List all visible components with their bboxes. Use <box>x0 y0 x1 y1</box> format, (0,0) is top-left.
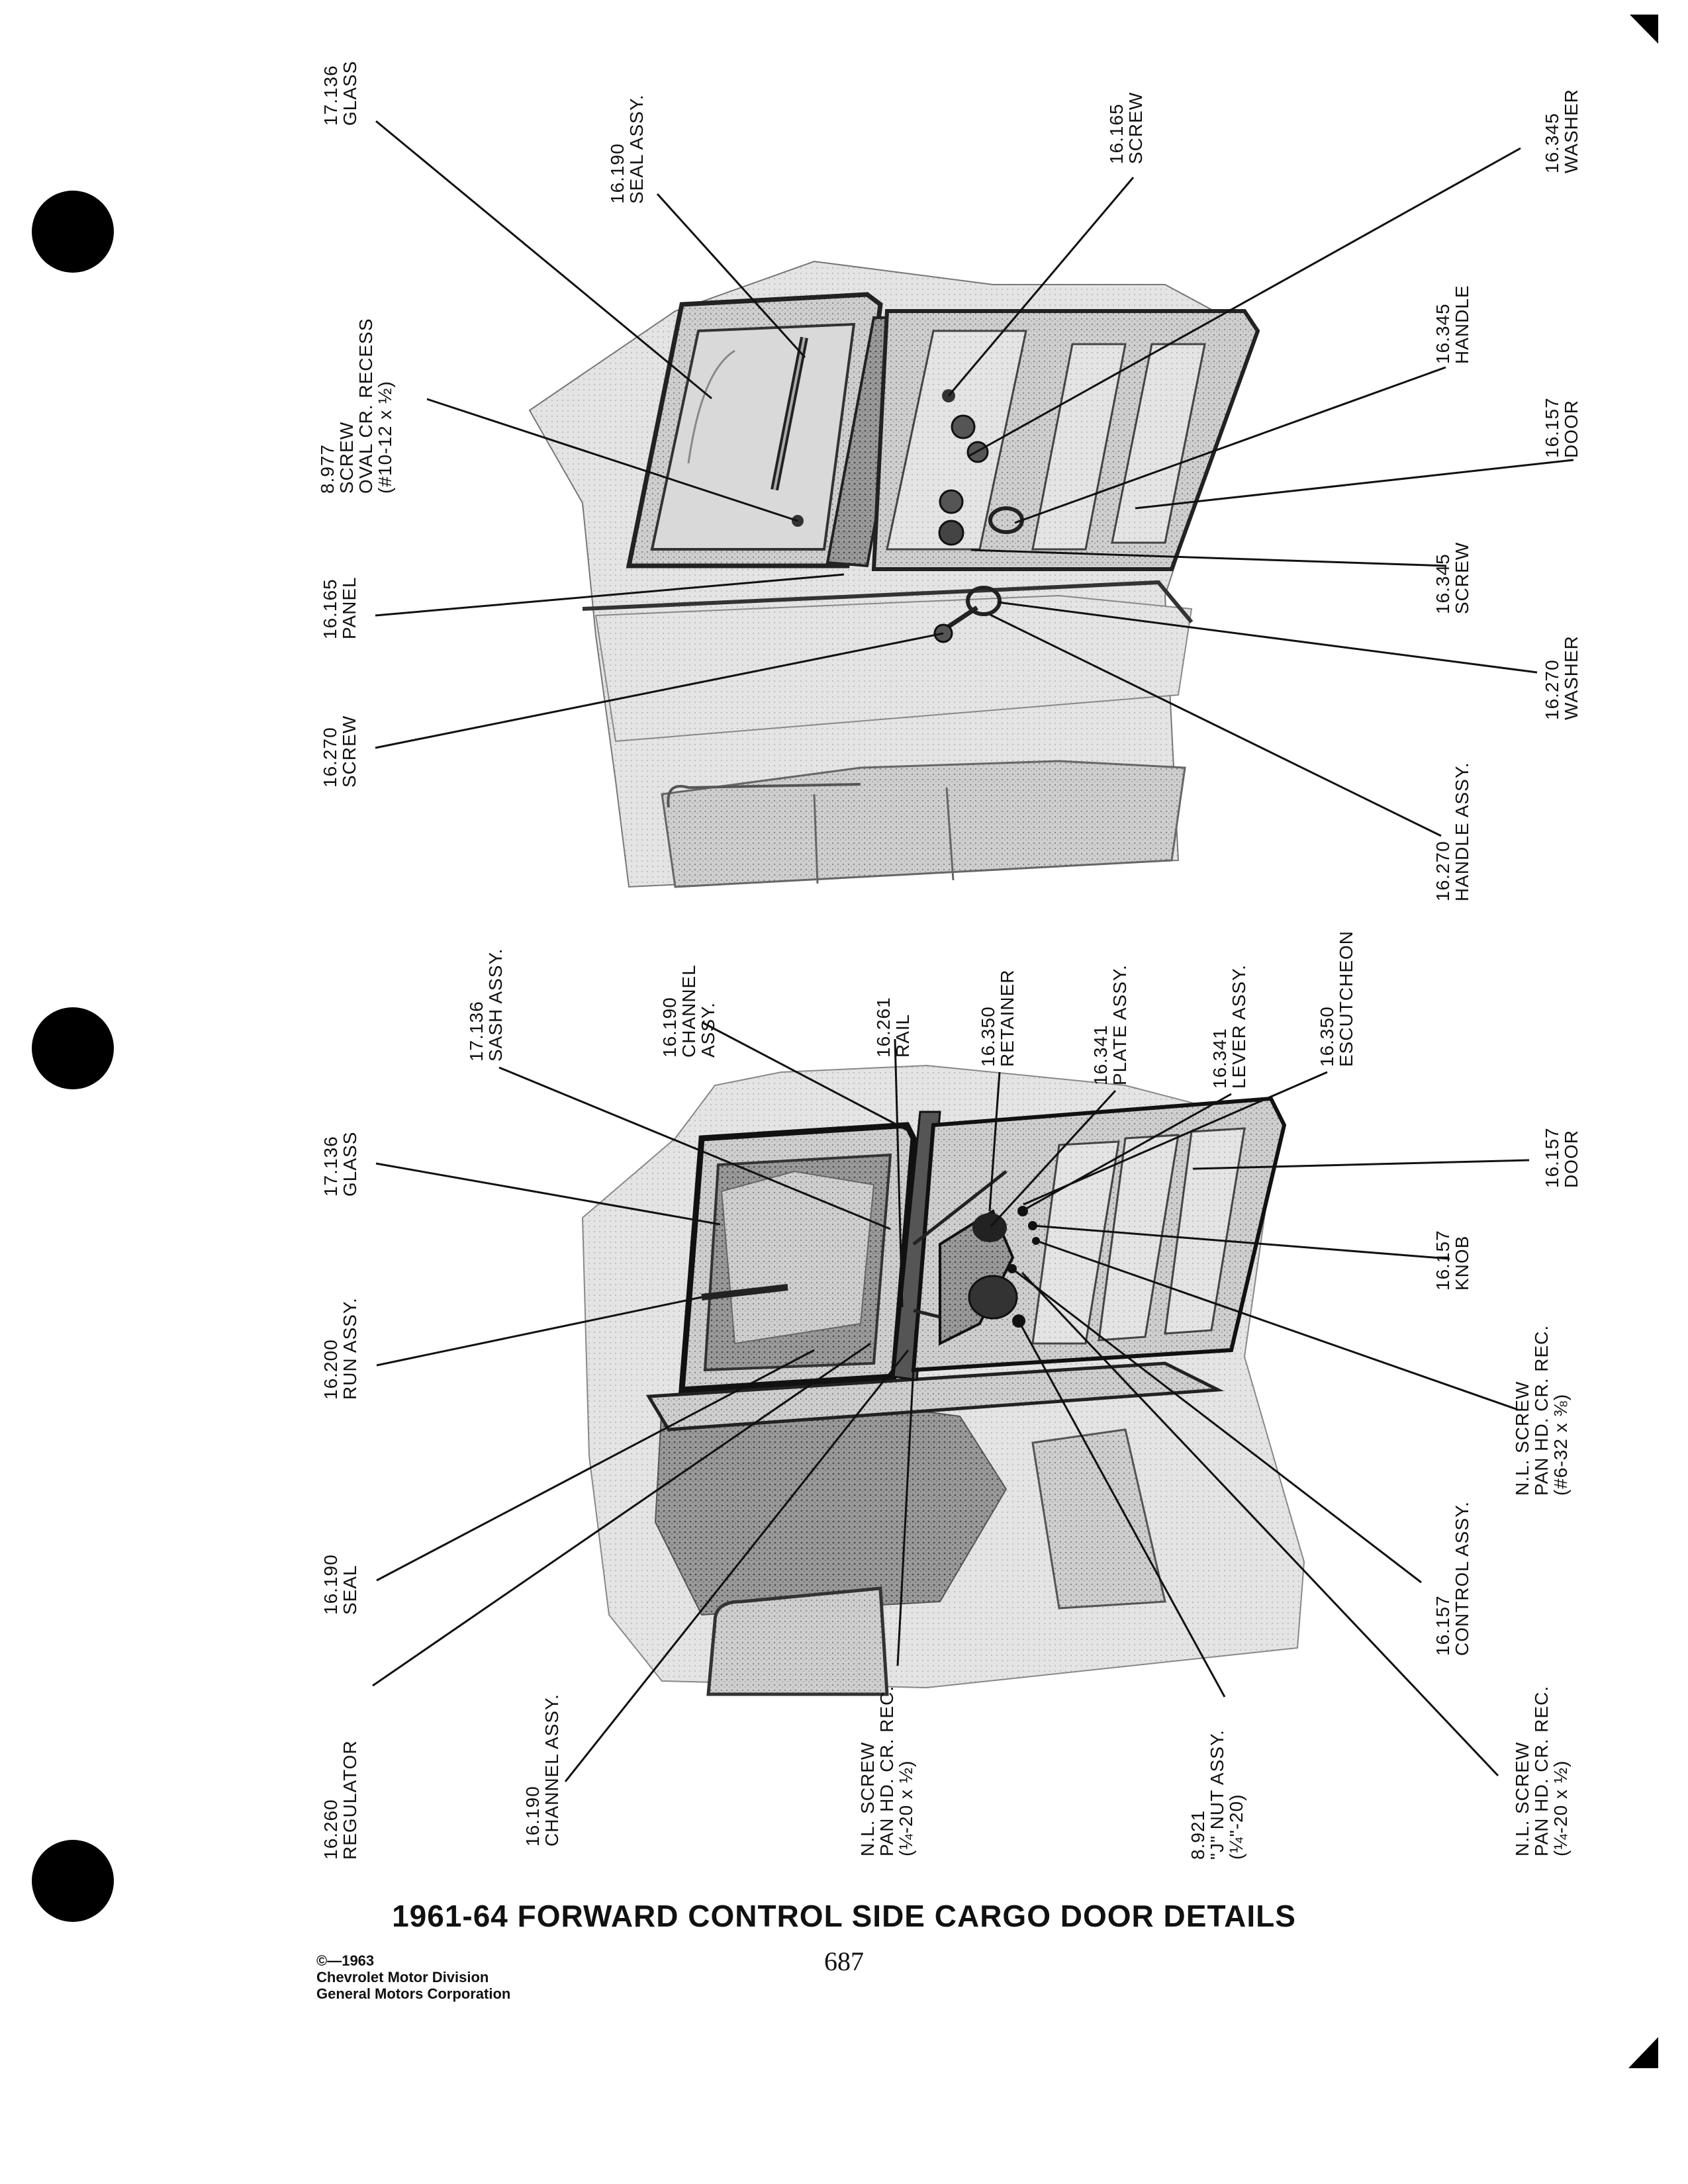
page-title: 1961-64 FORWARD CONTROL SIDE CARGO DOOR … <box>392 1899 1296 1933</box>
lower-door-drawing <box>581 1064 1305 1696</box>
label-j-nut-assy: 8.921"J" NUT ASSY.(¼"-20) <box>1188 1729 1246 1860</box>
corner-mark-top-right <box>1630 15 1658 44</box>
binder-hole-middle <box>32 1007 114 1089</box>
corner-mark-bottom-right <box>1628 2037 1658 2068</box>
page-number: 687 <box>824 1946 864 1976</box>
binder-hole-bottom <box>32 1840 114 1922</box>
upper-leader-lines <box>375 120 1574 837</box>
binder-hole-top <box>32 191 114 273</box>
upper-door-drawing <box>528 260 1260 888</box>
lower-leader-lines <box>372 1021 1530 1782</box>
